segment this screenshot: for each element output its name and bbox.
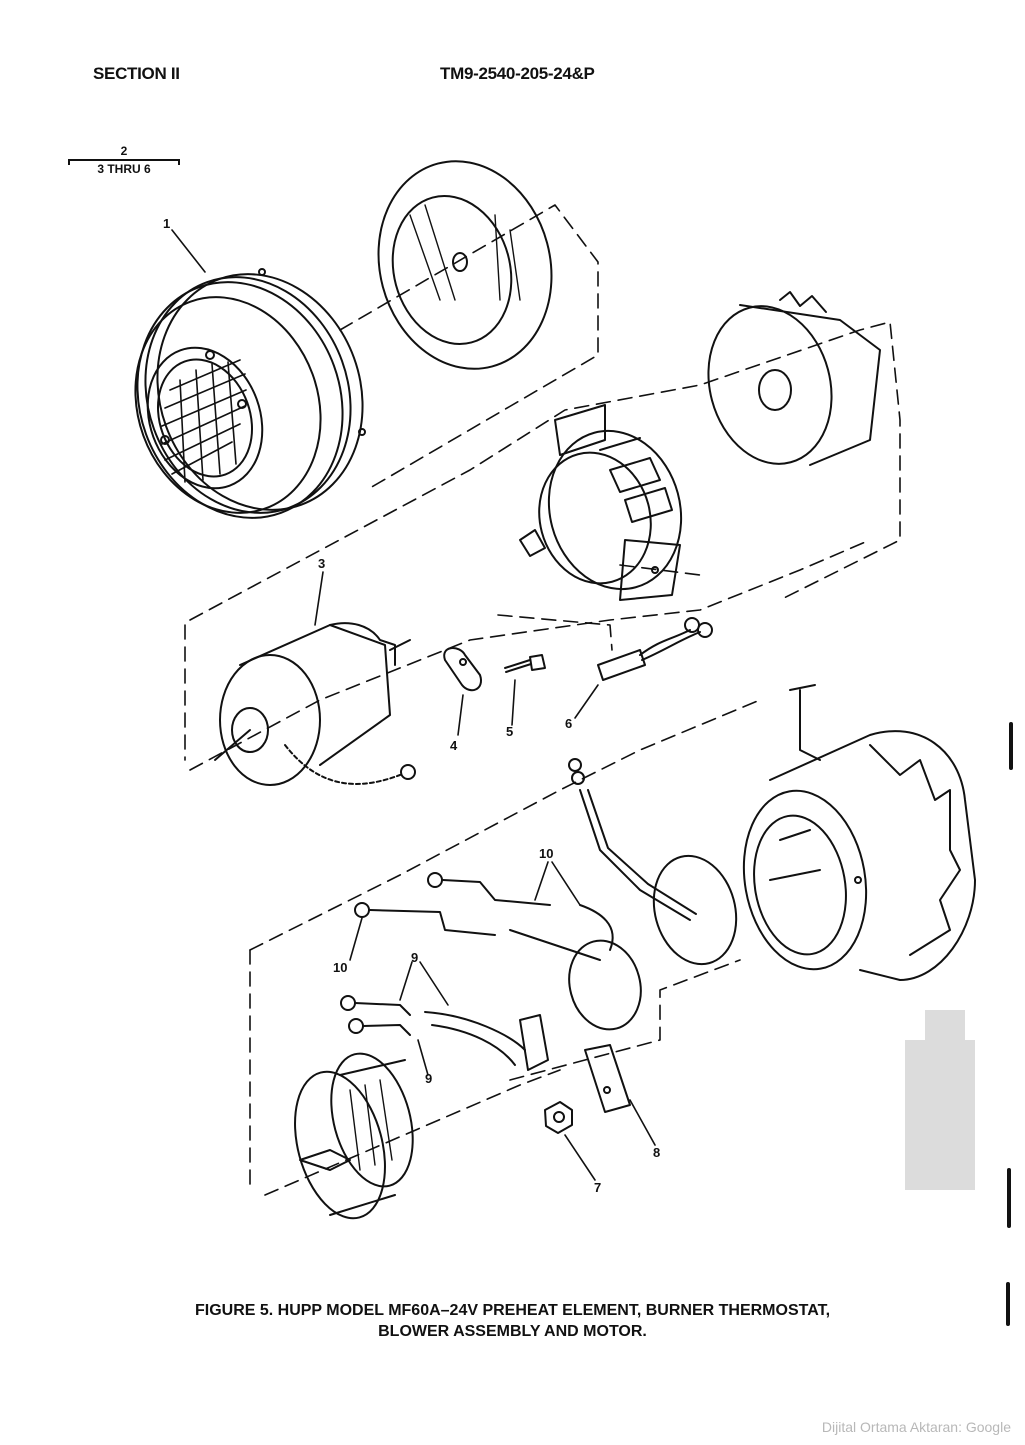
scan-edge-mark — [1007, 1168, 1011, 1228]
preheat-element-housing — [742, 684, 976, 981]
callout-3: 3 — [318, 556, 325, 571]
blower-housing-part-1 — [134, 268, 366, 519]
callout-9-lower: 9 — [425, 1071, 432, 1086]
wire-part-10 — [354, 872, 614, 961]
clamp-part-4 — [443, 647, 482, 692]
callout-4: 4 — [450, 738, 458, 753]
screw-part-5 — [504, 654, 546, 673]
capacitor-part-6 — [597, 617, 713, 681]
leader-lines — [171, 229, 656, 1181]
digitizer-watermark: Dijital Ortama Aktaran: Google — [821, 1419, 1011, 1435]
assembly-reference: 2 3 THRU 6 — [68, 144, 180, 176]
figure-caption-line-1: FIGURE 5. HUPP MODEL MF60A–24V PREHEAT E… — [194, 1302, 831, 1319]
motor-bracket — [519, 404, 683, 601]
tm-number: TM9-2540-205-24&P — [440, 64, 595, 83]
callout-6: 6 — [565, 716, 572, 731]
callout-1: 1 — [163, 216, 170, 231]
section-heading: SECTION II — [93, 64, 180, 83]
bracket-part-8 — [584, 1044, 631, 1113]
phantom-lines — [184, 204, 901, 1196]
burner-thermostat — [568, 758, 738, 1031]
callout-10-lower: 10 — [333, 960, 347, 975]
scan-edge-mark — [1009, 722, 1013, 770]
motor-end-cap — [707, 291, 881, 466]
upper-blower-wheel — [377, 160, 553, 370]
callout-9-upper: 9 — [411, 950, 418, 965]
motor-part-3 — [214, 622, 416, 786]
callout-5: 5 — [506, 724, 513, 739]
callout-10-upper: 10 — [539, 846, 553, 861]
callout-8: 8 — [653, 1145, 660, 1160]
reference-denominator: 3 THRU 6 — [97, 162, 151, 176]
wire-part-9 — [340, 995, 549, 1071]
scan-edge-mark — [1006, 1282, 1010, 1326]
lower-blower-wheel — [294, 1052, 414, 1220]
nut-part-7 — [544, 1101, 573, 1134]
reference-bar — [68, 159, 180, 165]
figure-caption-line-2: BLOWER ASSEMBLY AND MOTOR. — [378, 1323, 647, 1340]
reference-numerator: 2 — [120, 144, 128, 158]
scan-noise — [905, 1010, 975, 1190]
callout-7: 7 — [594, 1180, 601, 1195]
